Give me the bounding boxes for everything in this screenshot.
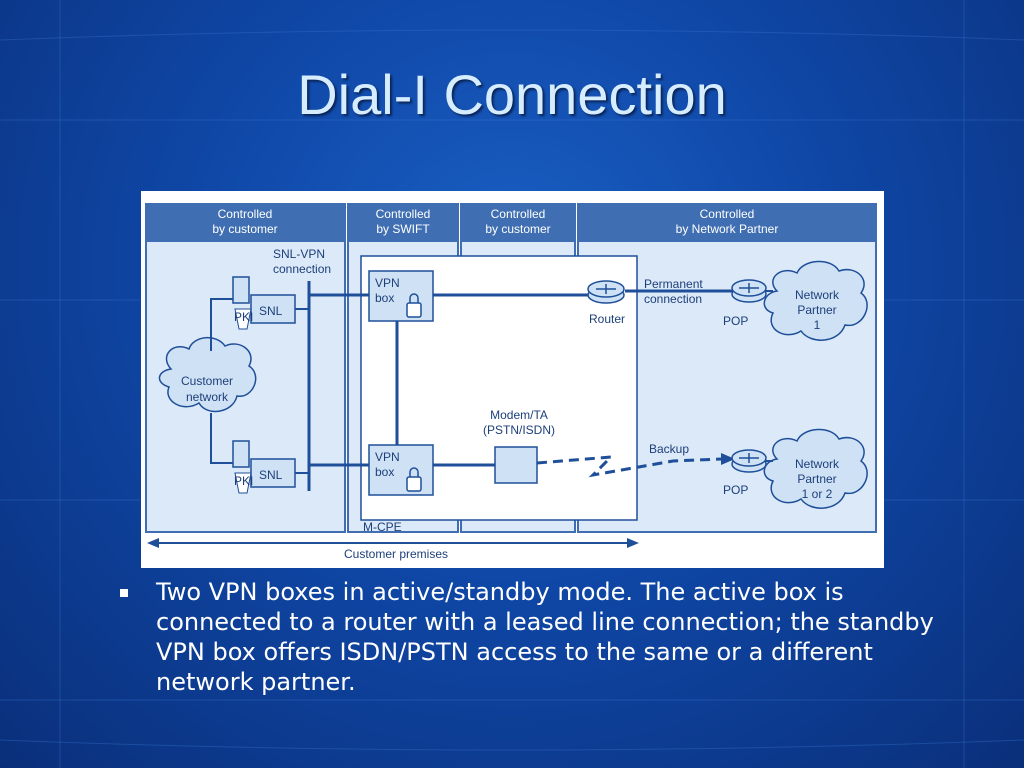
np1-line3: 1 — [814, 318, 821, 332]
modem-label-2: (PSTN/ISDN) — [483, 423, 555, 437]
vpn-box-top: VPN box — [368, 270, 434, 322]
network-diagram: Controlled by customer Controlled by SWI… — [141, 191, 884, 568]
customer-network-line1: Customer — [181, 374, 233, 388]
header-1-line2: by customer — [212, 222, 277, 236]
modem-box — [494, 446, 538, 484]
customer-premises-label: Customer premises — [344, 547, 448, 561]
pop-label-top: POP — [723, 314, 748, 328]
pki-label-top: PKI — [234, 310, 253, 324]
header-3-line2: by customer — [485, 222, 550, 236]
np2-line3: 1 or 2 — [802, 487, 833, 501]
header-4-line1: Controlled — [700, 207, 755, 221]
snl-server-bottom: SNL PKI — [232, 440, 296, 494]
header-2-line2: by SWIFT — [376, 222, 430, 236]
np1-line2: Partner — [797, 303, 836, 317]
snl-vpn-label-1: SNL-VPN — [273, 247, 325, 261]
vpn-box-bottom-line1: VPN — [375, 450, 400, 464]
np1-line1: Network — [795, 288, 840, 302]
permanent-connection-1: Permanent — [644, 277, 703, 291]
header-3 — [461, 204, 575, 242]
mcpe-label: M-CPE — [363, 520, 402, 534]
pop-label-bottom: POP — [723, 483, 748, 497]
lock-icon — [406, 476, 422, 492]
header-2-line1: Controlled — [376, 207, 431, 221]
backup-label: Backup — [649, 442, 689, 456]
customer-network-cloud: Customer network — [158, 337, 257, 413]
customer-network-line2: network — [186, 390, 229, 404]
router-label: Router — [589, 312, 625, 326]
snl-server-top: SNL PKI — [232, 276, 296, 330]
snl-label-bottom: SNL — [259, 468, 283, 482]
bullet-square-icon — [120, 589, 128, 597]
vpn-box-bottom-line2: box — [375, 465, 394, 479]
header-1 — [146, 204, 345, 242]
permanent-connection-2: connection — [644, 292, 702, 306]
vpn-box-top-line1: VPN — [375, 276, 400, 290]
bullet-item: Two VPN boxes in active/standby mode. Th… — [116, 577, 976, 697]
network-partner-cloud-1: Network Partner 1 — [763, 260, 868, 341]
header-2 — [348, 204, 458, 242]
snl-vpn-label-2: connection — [273, 262, 331, 276]
bullet-list: Two VPN boxes in active/standby mode. Th… — [116, 577, 976, 697]
router-icon — [587, 280, 625, 304]
snl-label-top: SNL — [259, 304, 283, 318]
bullet-text: Two VPN boxes in active/standby mode. Th… — [156, 578, 934, 696]
vpn-box-top-line2: box — [375, 291, 394, 305]
pki-label-bottom: PKI — [234, 474, 253, 488]
modem-label-1: Modem/TA — [490, 408, 548, 422]
header-4 — [578, 204, 876, 242]
np2-line2: Partner — [797, 472, 836, 486]
pop-icon-bottom — [731, 449, 767, 473]
customer-premises-arrow — [147, 538, 639, 548]
header-1-line1: Controlled — [218, 207, 273, 221]
network-partner-cloud-2: Network Partner 1 or 2 — [763, 428, 868, 509]
vpn-box-bottom: VPN box — [368, 444, 434, 496]
pop-icon-top — [731, 279, 767, 303]
slide-title: Dial-I Connection — [297, 63, 727, 126]
np2-line1: Network — [795, 457, 840, 471]
header-4-line2: by Network Partner — [676, 222, 779, 236]
header-3-line1: Controlled — [491, 207, 546, 221]
lock-icon — [406, 302, 422, 318]
